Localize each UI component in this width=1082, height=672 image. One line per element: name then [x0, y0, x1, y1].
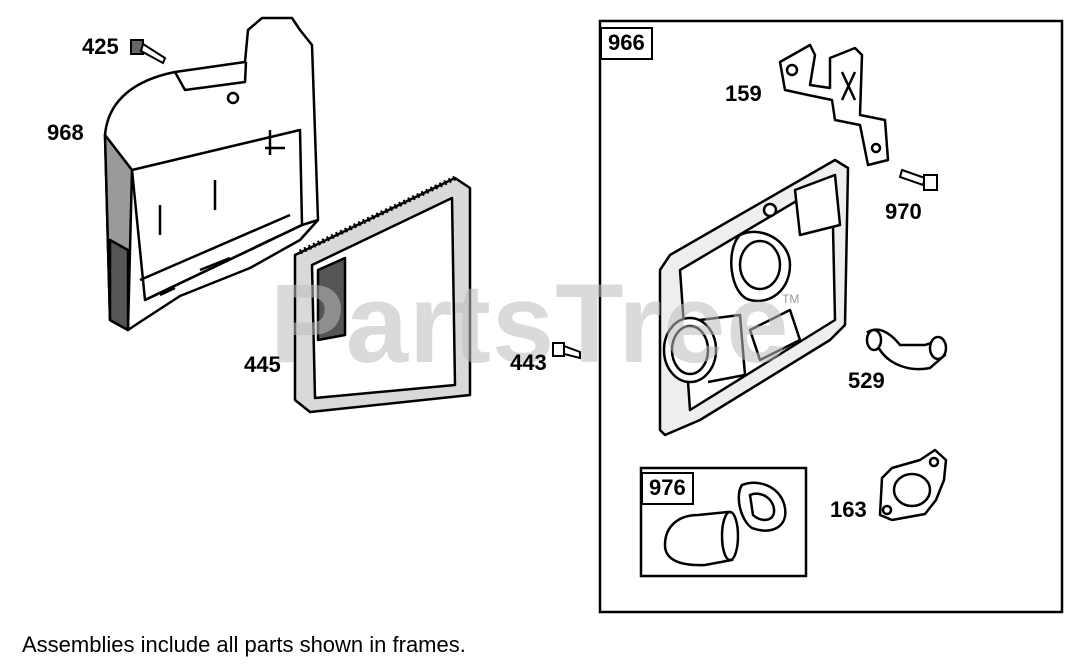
air-filter-drawing [293, 175, 472, 414]
frame-966-box [598, 19, 1064, 614]
air-cleaner-base-drawing [658, 158, 850, 437]
part-label-970: 970 [885, 199, 922, 224]
frame-label-976: 976 [641, 472, 694, 506]
watermark-trademark: TM [782, 292, 800, 306]
pre-cleaner-976-drawing [663, 481, 787, 567]
frame-976-box [639, 466, 808, 578]
part-label-163: 163 [830, 497, 867, 522]
bolt-970-drawing [898, 168, 938, 191]
part-label-445: 445 [244, 352, 281, 377]
assemblies-caption: Assemblies include all parts shown in fr… [22, 632, 466, 657]
part-label-529: 529 [848, 368, 885, 393]
part-label-968: 968 [47, 120, 84, 145]
breather-tube-529-drawing [865, 328, 948, 371]
watermark: PartsTree [270, 261, 790, 386]
bolt-425-drawing [130, 39, 167, 65]
air-cleaner-cover-drawing [103, 16, 320, 332]
gasket-163-drawing [878, 448, 948, 522]
frame-label-966: 966 [600, 27, 653, 61]
bracket-159-drawing [778, 43, 890, 167]
part-label-425: 425 [82, 34, 119, 59]
part-label-159: 159 [725, 81, 762, 106]
part-label-443: 443 [510, 350, 547, 375]
screw-443-drawing [552, 342, 581, 360]
